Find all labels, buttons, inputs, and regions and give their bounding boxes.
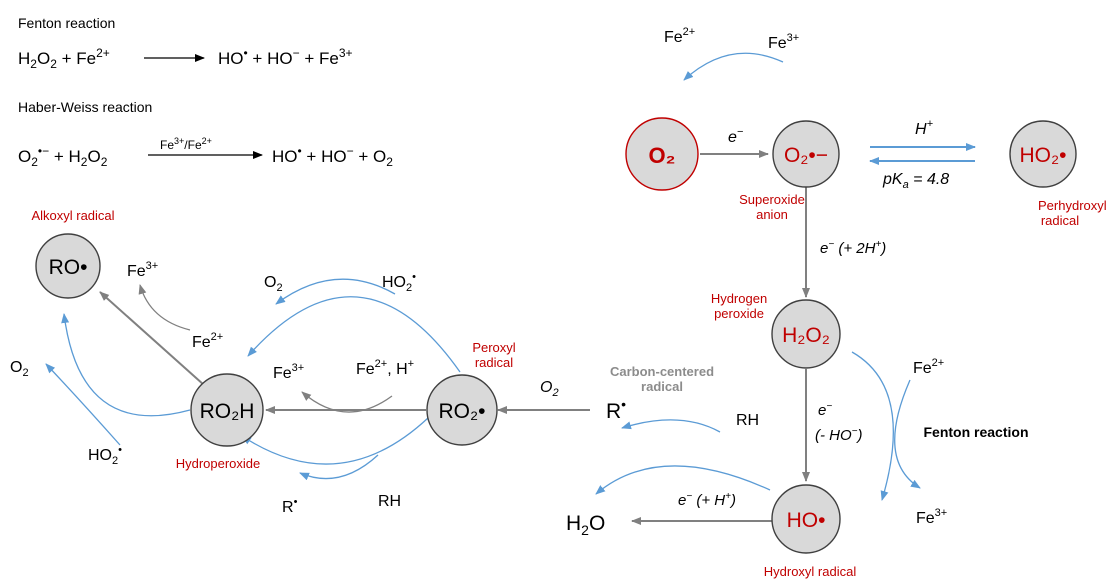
ho-to-water-curve bbox=[595, 465, 771, 495]
fe2-to-fe3-left-curve bbox=[138, 284, 191, 331]
alkoxyl-node-label: RO• bbox=[49, 256, 88, 279]
hydroperoxide-label: Hydroperoxide bbox=[176, 456, 261, 471]
perhydroxyl-label-2: radical bbox=[1041, 213, 1079, 228]
peroxyl-label: Peroxyl bbox=[472, 340, 515, 355]
alkoxyl-node bbox=[35, 233, 101, 299]
ho2-left-label: HO2• bbox=[88, 444, 122, 467]
o2-peroxyl-label: O2 bbox=[540, 379, 559, 399]
carbon-centered-label-2: radical bbox=[641, 379, 683, 394]
perhydroxyl-node bbox=[1009, 120, 1077, 188]
carbon-centered-label: Carbon-centered bbox=[610, 364, 714, 379]
fenton-lhs: H2O2 + Fe2+ bbox=[18, 46, 110, 71]
oxygen-node-label: O₂ bbox=[649, 143, 676, 168]
oxygen-node bbox=[625, 117, 699, 191]
fe2-h-label: Fe2+, H+ bbox=[356, 358, 414, 378]
hydrogen-peroxide-label-2: peroxide bbox=[714, 306, 764, 321]
hydrogen-peroxide-label: Hydrogen bbox=[711, 291, 767, 306]
hydroxyl-label: Hydroxyl radical bbox=[764, 564, 857, 579]
rh-to-r-curve bbox=[621, 419, 721, 433]
peroxyl-label-2: radical bbox=[475, 355, 513, 370]
alkoxyl-fe3-label: Fe3+ bbox=[127, 260, 158, 280]
perhydroxyl-label: Perhydroxyl bbox=[1038, 198, 1107, 213]
hydrogen-peroxide-node bbox=[771, 299, 841, 369]
r-left-label: R• bbox=[282, 496, 298, 516]
hydroperoxide-node bbox=[190, 373, 264, 447]
fe2-to-fe3-curve bbox=[301, 391, 393, 413]
pka-label: pKa = 4.8 bbox=[882, 171, 949, 191]
rh-left-label: RH bbox=[378, 493, 401, 510]
perhydroxyl-node-label: HO₂• bbox=[1019, 144, 1066, 167]
alkoxyl-label: Alkoxyl radical bbox=[31, 208, 114, 223]
o2-left-label: O2 bbox=[10, 359, 29, 379]
haber-weiss-rhs: HO• + HO− + O2 bbox=[272, 144, 393, 169]
alkoxyl-fe2-label: Fe2+ bbox=[192, 331, 223, 351]
haber-weiss-lhs: O2•− + H2O2 bbox=[18, 144, 108, 169]
o2-top-label: O2 bbox=[264, 274, 283, 294]
fenton-title: Fenton reaction bbox=[18, 15, 115, 31]
ho2-to-o2-left-curve bbox=[45, 363, 121, 446]
carbon-radical-label: R• bbox=[606, 396, 626, 423]
fe3-mid-label: Fe3+ bbox=[273, 362, 304, 382]
fenton-rhs: HO• + HO− + Fe3+ bbox=[218, 46, 353, 68]
ho2-top-label: HO2• bbox=[382, 271, 416, 294]
rh-to-r-left-curve bbox=[299, 454, 379, 481]
water-label: H2O bbox=[566, 512, 605, 538]
haber-weiss-catalyst: Fe3+/Fe2+ bbox=[160, 136, 212, 152]
hydroxyl-node-label: HO• bbox=[787, 509, 826, 532]
superoxide-node bbox=[772, 120, 840, 188]
hydroxyl-node bbox=[771, 484, 841, 554]
peroxyl-rh-curve bbox=[241, 417, 429, 465]
electron-label: e− bbox=[728, 126, 744, 146]
hydroperoxide-to-alkoxyl-arrow bbox=[99, 291, 205, 386]
superoxide-label: Superoxide bbox=[739, 192, 805, 207]
rh-right-label: RH bbox=[736, 412, 759, 429]
ho2-to-o2-curve bbox=[275, 278, 396, 305]
fenton-fe3-label: Fe3+ bbox=[916, 507, 947, 527]
e-2h-label: e− (+ 2H+) bbox=[820, 239, 886, 257]
fe3-to-fe2-curve bbox=[683, 52, 784, 81]
hydroperoxide-node-label: RO₂H bbox=[200, 400, 255, 423]
peroxyl-node bbox=[426, 374, 498, 446]
top-fe2-label: Fe2+ bbox=[664, 26, 695, 46]
minus-ho-label: (- HO−) bbox=[815, 426, 863, 444]
superoxide-node-label: O₂•− bbox=[784, 144, 828, 167]
hydroperoxide-alkoxyl-curve bbox=[61, 313, 191, 417]
top-fe3-label: Fe3+ bbox=[768, 32, 799, 52]
e-h-label: e− (+ H+) bbox=[678, 491, 736, 509]
fenton-fe2-label: Fe2+ bbox=[913, 357, 944, 377]
superoxide-label-2: anion bbox=[756, 207, 788, 222]
peroxyl-ho2-curve bbox=[247, 296, 461, 373]
fenton-fe2-curve bbox=[851, 351, 894, 501]
fenton-side-label: Fenton reaction bbox=[923, 424, 1028, 440]
peroxyl-node-label: RO₂• bbox=[438, 400, 485, 423]
haber-weiss-title: Haber-Weiss reaction bbox=[18, 99, 152, 115]
e-minus-label: e− bbox=[818, 401, 832, 419]
hydrogen-peroxide-node-label: H₂O₂ bbox=[782, 324, 830, 347]
proton-label: H+ bbox=[915, 118, 934, 138]
fenton-fe3-curve bbox=[894, 379, 921, 489]
